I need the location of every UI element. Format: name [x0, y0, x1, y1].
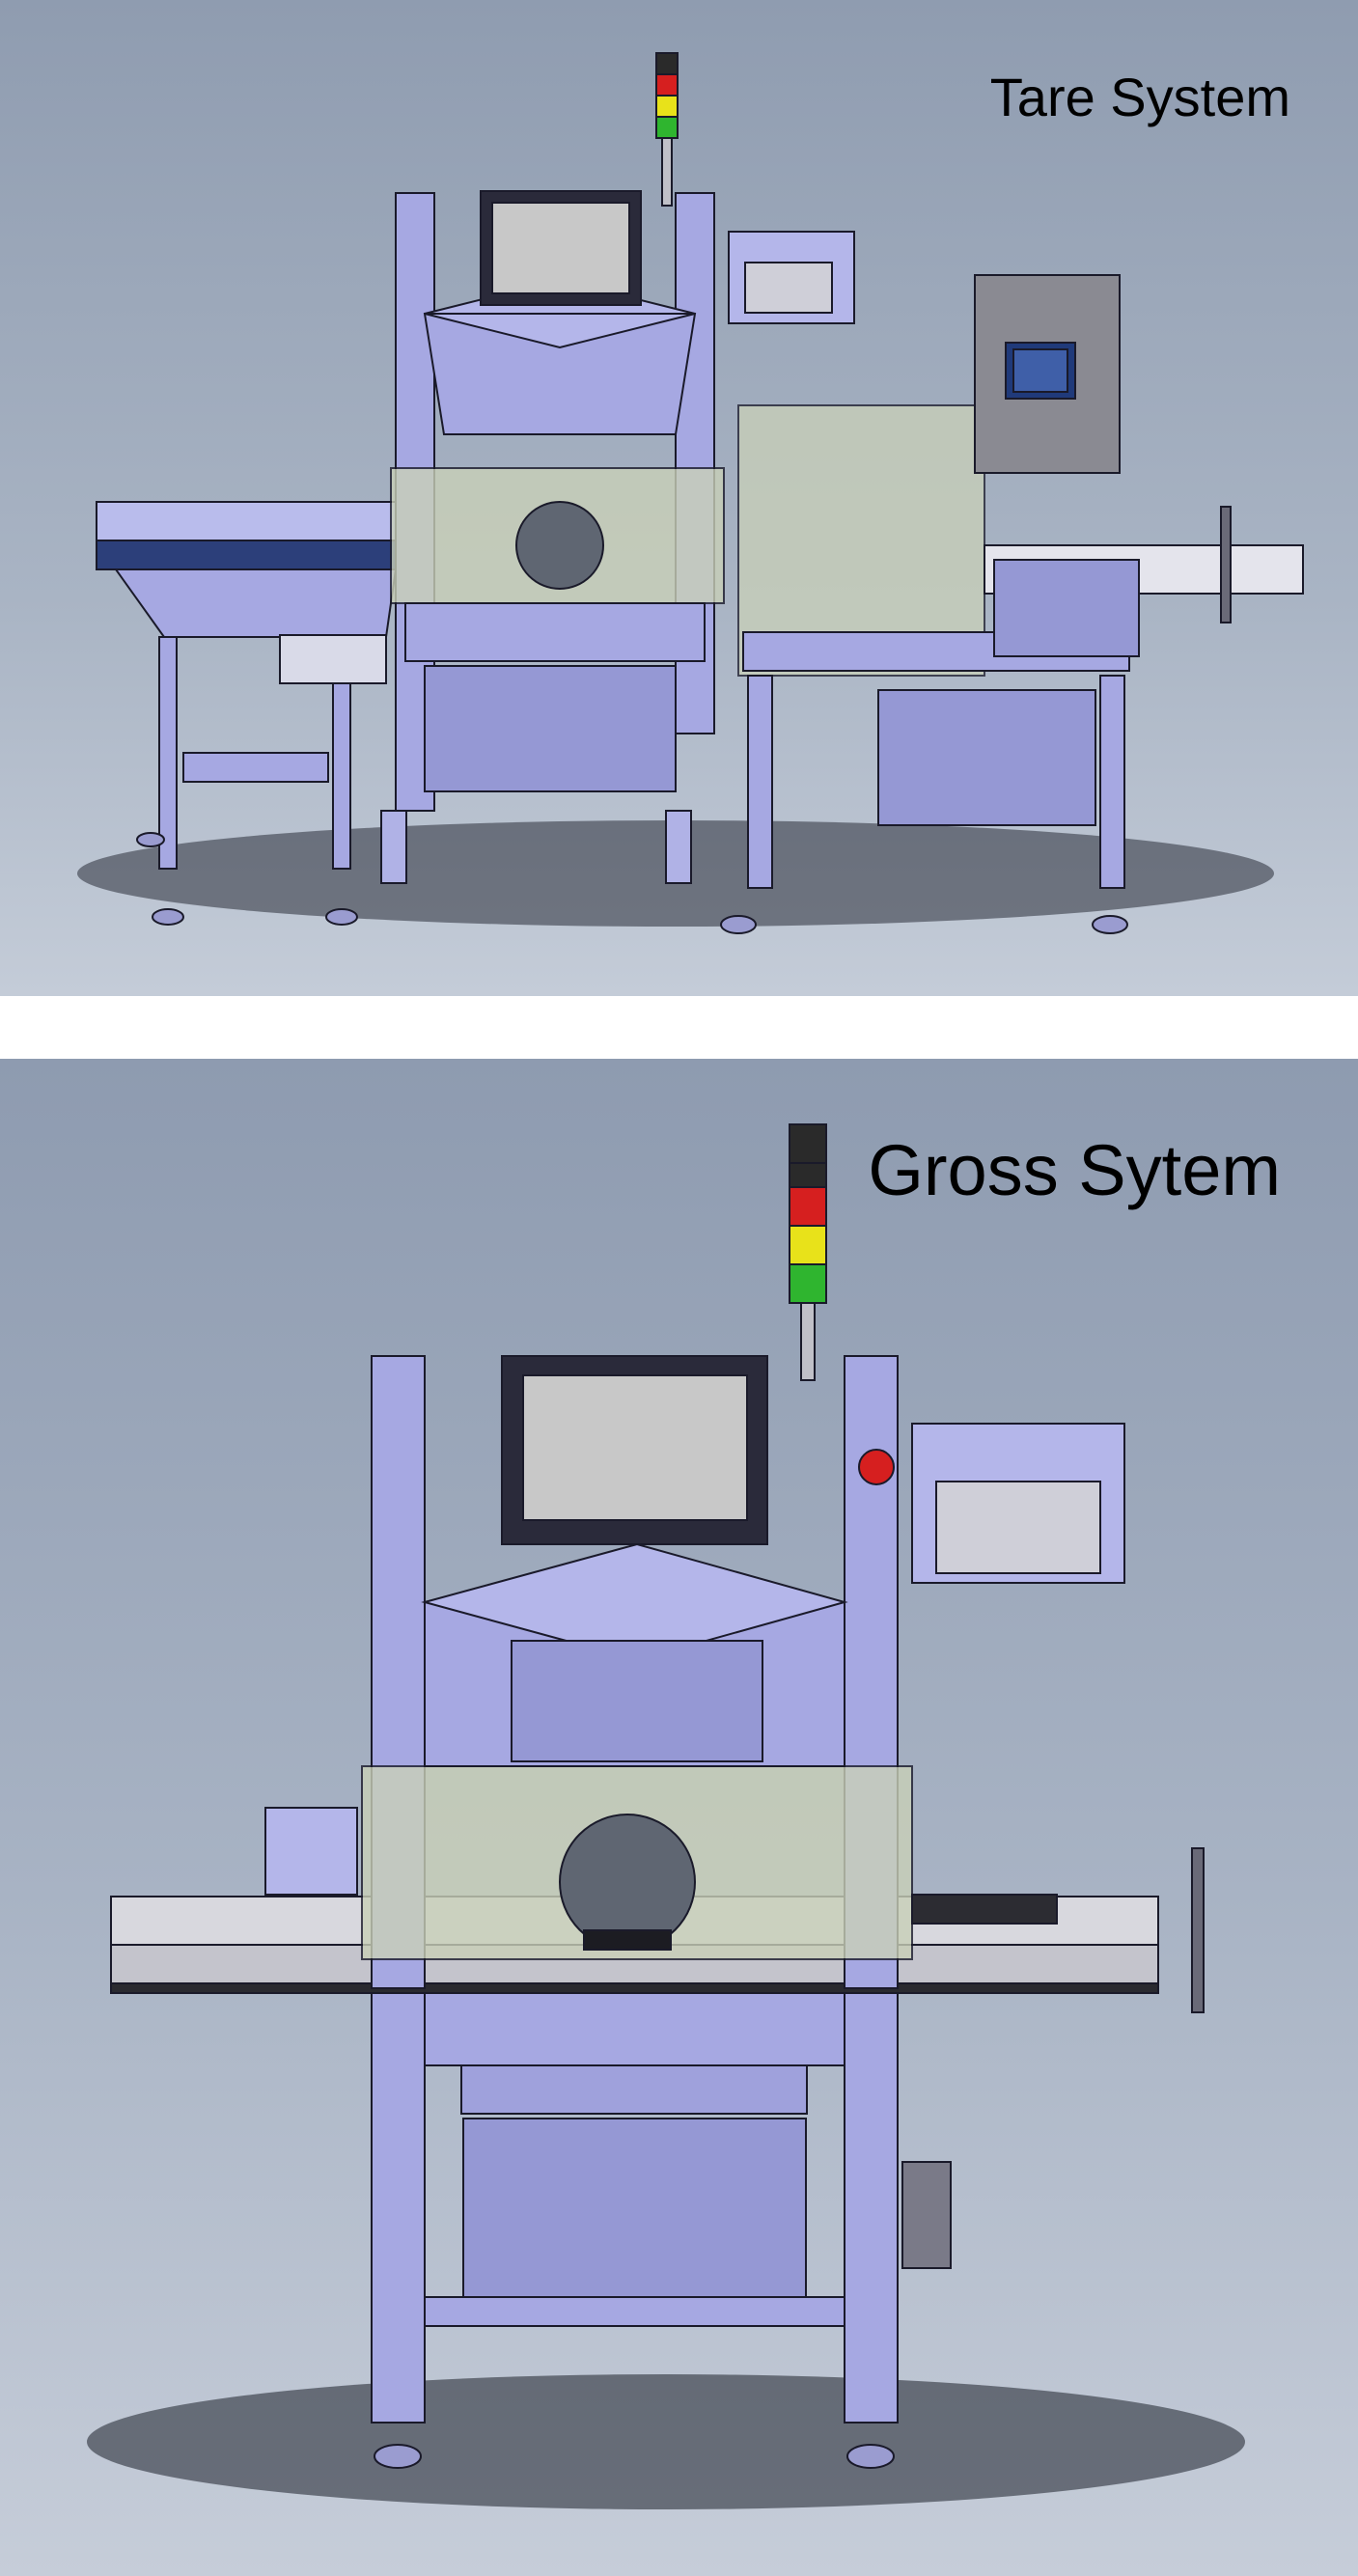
gross-system-render [87, 1123, 1245, 2509]
emergency-stop [858, 1449, 895, 1485]
machine-base [371, 1987, 952, 2469]
tare-module [720, 404, 1130, 934]
gross-system-caption: Gross Sytem [868, 1130, 1281, 1210]
upper-housing [361, 1355, 913, 1989]
outfeed-conveyor [984, 506, 1304, 657]
printer-unit [974, 274, 1121, 474]
stack-light [655, 52, 679, 207]
main-touchscreen [501, 1355, 768, 1545]
lower-cabinet-door [462, 2118, 807, 2298]
stack-light [789, 1123, 827, 1381]
infeed-control-box [279, 634, 387, 684]
air-regulator [901, 2161, 952, 2269]
side-control-box [911, 1423, 1125, 1584]
main-touchscreen [480, 190, 642, 306]
tare-system-render [77, 52, 1304, 934]
side-control-box [728, 231, 855, 324]
floor-shadow [87, 2374, 1245, 2509]
weigh-cabinet [380, 192, 725, 884]
tare-system-caption: Tare System [989, 67, 1290, 127]
